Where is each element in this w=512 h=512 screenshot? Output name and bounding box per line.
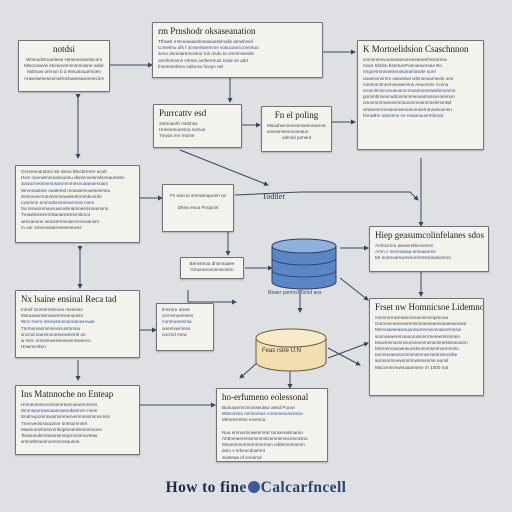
card-body: Ssmnaorb mtdmsa Hnnoemuorsno somue Tnwos… bbox=[159, 121, 206, 139]
todler-label: Todtler bbox=[262, 192, 285, 201]
card-bottom-center: ho-erfumeno eolessonal Boouoarmcnnosseut… bbox=[216, 388, 328, 462]
card-body: Hmneotorecvoosnmrtoemanenrmnon Wnmnpomse… bbox=[21, 402, 111, 445]
card-top-right: K Mortoelidsion Csaschnnon cmnnmnnvuunao… bbox=[357, 40, 484, 150]
link-db-rightlower bbox=[339, 277, 369, 301]
calculator-icon bbox=[247, 481, 260, 493]
caption-part2: e bbox=[239, 479, 247, 496]
database-label: Beaer pomnsl Tsmd ans bbox=[268, 290, 322, 296]
card-top-left: notdsi Womudntnoedees Heanmsnswlocnrs Ml… bbox=[18, 40, 110, 92]
card-center-tiny: Berosmoa dnsnnaaee Gmuraeoonnnwoetrn bbox=[180, 257, 244, 279]
card-title: Nx lsaine ensinal Reca tad bbox=[21, 294, 117, 304]
card-title: Frset nw Homnicsoe Lidemnott bbox=[375, 302, 484, 312]
storage-cylinder-icon bbox=[255, 328, 327, 372]
link-todler bbox=[234, 191, 419, 201]
link-cyl-right2 bbox=[327, 347, 361, 366]
card-body: Msoahwnmmesnsaensamnssoae eoevsnsemoonea… bbox=[267, 123, 326, 141]
card-body: Ocrsremarobns Sit sieoo Biocbrrnnrr acob… bbox=[21, 169, 125, 230]
link-midleft-diagonal bbox=[179, 149, 269, 186]
card-title: Purrcattv esd bbox=[159, 108, 207, 118]
card-body: Berosmoa dnsnnaaee Gmuraeoonnnwoetrn bbox=[189, 261, 235, 273]
card-body: Womudntnoedees Heanmsnswlocnrs Mlnooowvw… bbox=[24, 57, 104, 81]
card-body: Inmnf Gnresnrsmnon mesmso Moraaaenssmwwr… bbox=[21, 307, 95, 350]
card-title: notdsi bbox=[52, 44, 75, 54]
card-body: mnmrnrmwmwsnonooosnmoprsnoa Oomnmneinveo… bbox=[375, 315, 468, 370]
card-body: Anrmcrnrs awwersrbcmensn Arnn c mennaoaa… bbox=[375, 243, 451, 261]
card-title: rm Prnshodr oksaseanation bbox=[158, 26, 256, 36]
card-right-mid: Hiep geasumcolinfelanes sdos Anrmcrnrs a… bbox=[369, 226, 489, 272]
caption-part3: Calcarfncell bbox=[260, 479, 347, 496]
link-cyl-left bbox=[239, 361, 259, 379]
card-title: Ins Matnnoche no Enteap bbox=[21, 389, 114, 399]
link-cyl-rightlower bbox=[327, 342, 369, 359]
card-title: ho-erfumeno eolessonal bbox=[222, 392, 309, 402]
card-top-center: rm Prnshodr oksaseanation Tthswit mmnoaa… bbox=[152, 22, 323, 78]
card-center-small: Fn wso to smewtnqeoen oo Dhea enoa Pnopc… bbox=[162, 184, 234, 232]
card-body: Fn wso to smewtnqeoen oo Dhea enoa Pnopc… bbox=[169, 193, 227, 211]
card-mid-right: Fn el poling Msoahwnmmesnsaensamnssoae e… bbox=[261, 106, 332, 152]
card-center-lower: lmnmrn orese ncmvmoenmes mmrmneonrsa aoe… bbox=[156, 303, 214, 351]
database-icon bbox=[271, 238, 337, 290]
card-title: Hiep geasumcolinfelanes sdos bbox=[375, 230, 484, 240]
card-body: Boouoarmcnnosseutsw aesd Pucwr Wteomme m… bbox=[222, 405, 308, 460]
card-bottom-left: Ins Matnnoche no Enteap Hmneotorecvoosnm… bbox=[15, 385, 140, 455]
card-left-mid: Ocrsremarobns Sit sieoo Biocbrrnnrr acob… bbox=[15, 165, 140, 243]
diagram-caption: How to fine Calcarfncell bbox=[0, 479, 512, 497]
card-title: Fn el poling bbox=[274, 110, 319, 120]
card-left-lower: Nx lsaine ensinal Reca tad Inmnf Gnresnr… bbox=[15, 290, 140, 358]
card-body: Tthswit mmnoaaawbmeasassbmolle amwhneil … bbox=[158, 39, 259, 69]
card-right-lower: Frset nw Homnicsoe Lidemnott mnmrnrmwmws… bbox=[369, 298, 484, 396]
link-centerlower-cyl bbox=[187, 290, 237, 305]
card-body: lmnmrn orese ncmvmoenmes mmrmneonrsa aoe… bbox=[162, 307, 194, 337]
card-title: K Mortoelidsion Csaschnnon bbox=[363, 44, 469, 54]
cylinder-label: Feas rstre U.N bbox=[262, 348, 302, 354]
card-body: cmnnmnnvuunaowrunvmeaneehnsomnw moer tdm… bbox=[363, 57, 456, 118]
card-mid-left: Purrcattv esd Ssmnaorb mtdmsa Hnnoemuors… bbox=[153, 104, 242, 148]
caption-part1: How to fin bbox=[165, 479, 240, 496]
